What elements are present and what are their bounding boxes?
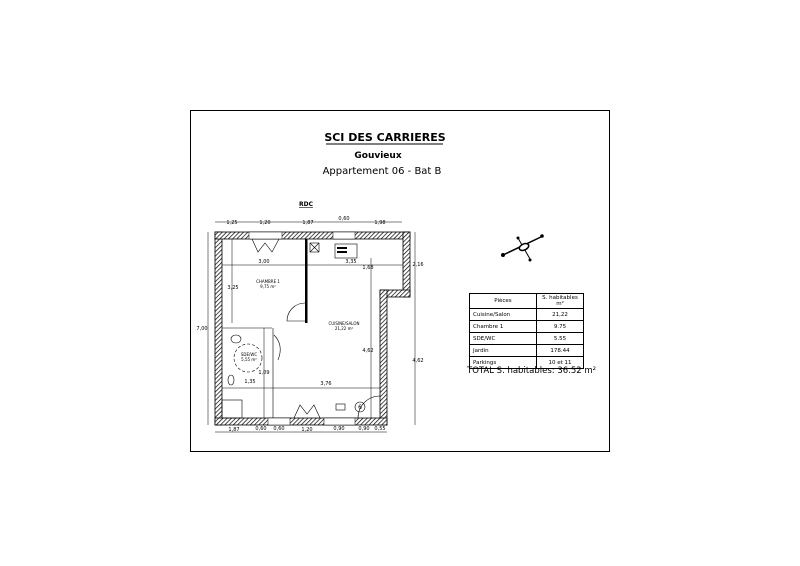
room-chambre-name: CHAMBRE 1 [256, 279, 280, 284]
table-header: Pièces S. habitables m² [469, 293, 584, 309]
outer-dimensions: 1,25 1,20 1,87 0,60 1,98 1,87 0,60 0,60 … [196, 216, 423, 433]
level-label: RDC [299, 201, 314, 208]
dim-bottom: 0,60 [273, 426, 284, 432]
header-pieces: Pièces [469, 293, 537, 309]
area-cell: 21,22 [536, 308, 584, 321]
plan-frame [190, 110, 610, 452]
toilet-icon [230, 334, 242, 344]
area-cell: 5.55 [536, 332, 584, 345]
inner-dimensions: 3,00 3,35 1,68 3,25 4,62 1,09 1,35 3,76 [222, 239, 403, 418]
fixtures: 6 [227, 238, 381, 419]
dim-bottom: 0,55 [374, 426, 385, 432]
room-sde-area: 5,55 m² [241, 357, 257, 362]
dim-right: 2,16 [412, 262, 423, 268]
dim-right: 4,62 [412, 358, 423, 364]
dim-salon-depth: 4,62 [362, 348, 373, 354]
room-cell: SDE/WC [469, 332, 537, 345]
apartment-title: Appartement 06 - Bat B [323, 166, 442, 177]
town-title: Gouvieux [354, 151, 401, 161]
dim-chambre-width: 3,00 [258, 259, 269, 265]
area-cell: 10 et 11 [536, 356, 584, 369]
dim-sde-depth: 1,09 [258, 370, 269, 376]
room-cuisine-name: CUISINE/SALON [328, 321, 359, 326]
room-sde-name: SDE/WC [241, 352, 257, 357]
shower-circle-icon [233, 343, 263, 373]
dim-kitchen-depth: 1,68 [362, 265, 373, 271]
compass-icon [501, 234, 544, 262]
door-chambre-icon [286, 302, 306, 322]
room-cell: Jardin [469, 344, 537, 357]
partitions [221, 239, 308, 419]
room-cell: Chambre 1 [469, 320, 537, 333]
dim-sde-width: 1,35 [244, 379, 255, 385]
dim-bottom: 0,60 [255, 426, 266, 432]
room-cuisine-area: 21,22 m² [335, 326, 354, 331]
dim-top: 1,87 [302, 220, 313, 226]
total-area: TOTAL S. habitables: 36.52 m² [467, 366, 597, 376]
parking-number: 6 [358, 404, 362, 411]
dim-cuisine-width: 3,35 [345, 259, 356, 265]
door-entry-icon [357, 395, 381, 419]
room-chambre-area: 9,75 m² [260, 284, 276, 289]
dim-bottom: 0,90 [358, 426, 369, 432]
dim-chambre-depth: 3,25 [227, 285, 238, 291]
dim-salon-width: 3,76 [320, 381, 331, 387]
dim-bottom: 1,20 [301, 427, 312, 433]
walls [214, 231, 411, 426]
area-cell: 178.44 [536, 344, 584, 357]
duct-icon [309, 242, 320, 253]
company-title: SCI DES CARRIERES [324, 131, 445, 144]
washbasin-icon [227, 374, 235, 386]
parking-marker [354, 401, 366, 413]
dim-top: 0,60 [338, 216, 349, 222]
window-chambre-icon [251, 238, 280, 253]
dim-top: 1,25 [226, 220, 237, 226]
room-cell: Cuisine/Salon [469, 308, 537, 321]
dim-left: 7,00 [196, 326, 207, 332]
dim-top: 1,20 [259, 220, 270, 226]
window-salon-icon [293, 404, 321, 419]
dim-top: 1,98 [374, 220, 385, 226]
header-surface: S. habitables m² [536, 293, 584, 309]
area-cell: 9.75 [536, 320, 584, 333]
dim-bottom: 0,90 [333, 426, 344, 432]
sink-icon [334, 243, 358, 259]
dim-bottom: 1,87 [228, 427, 239, 433]
